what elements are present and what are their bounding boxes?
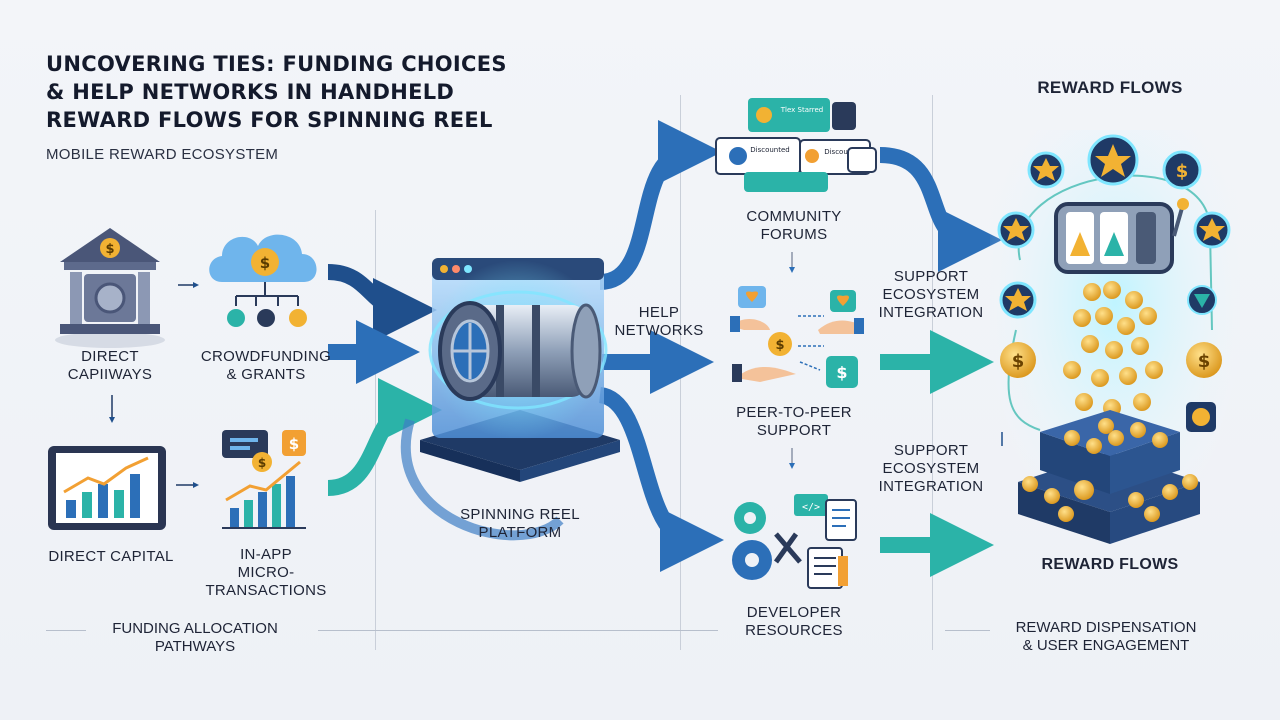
label-peer-line-2: SUPPORT bbox=[756, 422, 832, 439]
footer-rule-mid bbox=[318, 630, 718, 631]
title-line-3: REWARD FLOWS FOR SPINNING REEL bbox=[46, 108, 493, 132]
star-badges bbox=[997, 134, 1231, 319]
arrow-platform-developer bbox=[597, 387, 724, 572]
svg-text:</>: </> bbox=[802, 502, 820, 513]
arrow-inapp-platform bbox=[327, 378, 442, 496]
peer-support-icon: $ $ bbox=[730, 286, 864, 388]
community-chat-icon: Tlex Starred Discounted Discounting bbox=[715, 98, 877, 192]
bubble-text-3: Discounting bbox=[824, 148, 866, 156]
cloud-icon: $ bbox=[209, 234, 317, 327]
falling-coins bbox=[1063, 281, 1163, 417]
label-integration-top: SUPPORT ECOSYSTEM INTEGRATION bbox=[866, 268, 996, 322]
footer-rewards-line-1: REWARD DISPENSATION bbox=[1015, 619, 1197, 636]
footer-funding-line-1: FUNDING ALLOCATION bbox=[112, 620, 278, 637]
reward-label: REWARD FLOWS bbox=[1041, 556, 1179, 573]
label-integration-bottom-line-1: SUPPORT bbox=[893, 442, 969, 459]
label-integration-top-line-1: SUPPORT bbox=[893, 268, 969, 285]
svg-text:$: $ bbox=[1176, 161, 1189, 182]
slot-machine-icon bbox=[1054, 198, 1189, 274]
label-integration-bottom-line-3: INTEGRATION bbox=[878, 478, 984, 495]
arrow-community-rewards bbox=[879, 147, 1002, 272]
footer-rule-right bbox=[945, 630, 990, 631]
bubble-text-1: Tlex Starred bbox=[780, 106, 823, 114]
svg-text:$: $ bbox=[289, 435, 299, 453]
label-direct-capiways-line-2: CAPIIWAYS bbox=[67, 366, 153, 383]
label-peer: PEER-TO-PEER SUPPORT bbox=[716, 404, 872, 440]
footer-rule-left bbox=[46, 630, 86, 631]
label-developer: DEVELOPER RESOURCES bbox=[716, 604, 872, 640]
microtransactions-icon: $ $ bbox=[222, 430, 306, 529]
arrow-platform-lower bbox=[400, 418, 564, 541]
tablet-chart-icon bbox=[48, 446, 166, 530]
label-integration-top-line-2: ECOSYSTEM bbox=[882, 286, 980, 303]
footer-funding-line-2: PATHWAYS bbox=[154, 638, 236, 655]
svg-text:$: $ bbox=[1198, 351, 1211, 372]
page-title: UNCOVERING TIES: FUNDING CHOICES & HELP … bbox=[46, 50, 606, 134]
svg-text:$: $ bbox=[836, 363, 847, 382]
arrow-platform-community bbox=[599, 120, 722, 290]
spinning-reel-icon bbox=[438, 301, 602, 401]
title-line-2: & HELP NETWORKS IN HANDHELD bbox=[46, 80, 455, 104]
label-in-app-line-3: TRANSACTIONS bbox=[205, 582, 327, 599]
reward-heading: REWARD FLOWS bbox=[1037, 78, 1183, 97]
label-integration-bottom-line-2: ECOSYSTEM bbox=[882, 460, 980, 477]
label-direct-capital: DIRECT CAPITAL bbox=[48, 548, 174, 565]
label-in-app-line-2: MICRO- bbox=[237, 564, 295, 581]
label-in-app: IN-APP MICRO- TRANSACTIONS bbox=[196, 546, 336, 600]
label-crowdfunding-line-2: & GRANTS bbox=[226, 366, 306, 383]
label-platform-line-1: SPINNING REEL bbox=[460, 506, 580, 523]
svg-text:$: $ bbox=[260, 254, 270, 272]
label-developer-line-1: DEVELOPER bbox=[746, 604, 842, 621]
developer-resources-icon: </> bbox=[732, 494, 857, 589]
footer-funding: FUNDING ALLOCATION PATHWAYS bbox=[90, 620, 300, 656]
label-integration-bottom: SUPPORT ECOSYSTEM INTEGRATION bbox=[866, 442, 996, 496]
label-community-line-2: FORUMS bbox=[760, 226, 828, 243]
label-in-app-line-1: IN-APP bbox=[240, 546, 292, 563]
svg-text:$: $ bbox=[105, 242, 114, 257]
label-direct-capiways: DIRECT CAPIIWAYS bbox=[50, 348, 170, 384]
reward-treasure-box bbox=[1018, 410, 1200, 544]
bubble-text-2: Discounted bbox=[750, 146, 789, 154]
label-crowdfunding-line-1: CROWDFUNDING bbox=[200, 348, 332, 365]
label-developer-line-2: RESOURCES bbox=[745, 622, 843, 639]
label-help-networks: HELP NETWORKS bbox=[604, 304, 714, 340]
page-subtitle: MOBILE REWARD ECOSYSTEM bbox=[46, 146, 279, 163]
arrow-crowdfunding-platform bbox=[327, 264, 437, 342]
label-integration-top-line-3: INTEGRATION bbox=[878, 304, 984, 321]
label-direct-capiways-line-1: DIRECT bbox=[81, 348, 139, 365]
svg-text:$: $ bbox=[1012, 351, 1025, 372]
svg-text:$: $ bbox=[775, 338, 784, 353]
footer-rewards: REWARD DISPENSATION & USER ENGAGEMENT bbox=[996, 619, 1216, 655]
label-community-line-1: COMMUNITY bbox=[746, 208, 842, 225]
svg-text:$: $ bbox=[258, 456, 266, 470]
label-platform-line-2: PLATFORM bbox=[478, 524, 562, 541]
label-help-networks-line-2: NETWORKS bbox=[614, 322, 704, 339]
label-platform: SPINNING REEL PLATFORM bbox=[440, 506, 600, 542]
footer-rewards-line-2: & USER ENGAGEMENT bbox=[1022, 637, 1190, 654]
label-help-networks-line-1: HELP bbox=[638, 304, 680, 321]
label-peer-line-1: PEER-TO-PEER bbox=[736, 404, 852, 421]
title-line-1: UNCOVERING TIES: FUNDING CHOICES bbox=[46, 52, 507, 76]
label-crowdfunding: CROWDFUNDING & GRANTS bbox=[186, 348, 346, 384]
dollar-badges: $ $ $ bbox=[1000, 150, 1222, 432]
bank-icon: $ bbox=[55, 228, 165, 348]
label-community: COMMUNITY FORUMS bbox=[716, 208, 872, 244]
